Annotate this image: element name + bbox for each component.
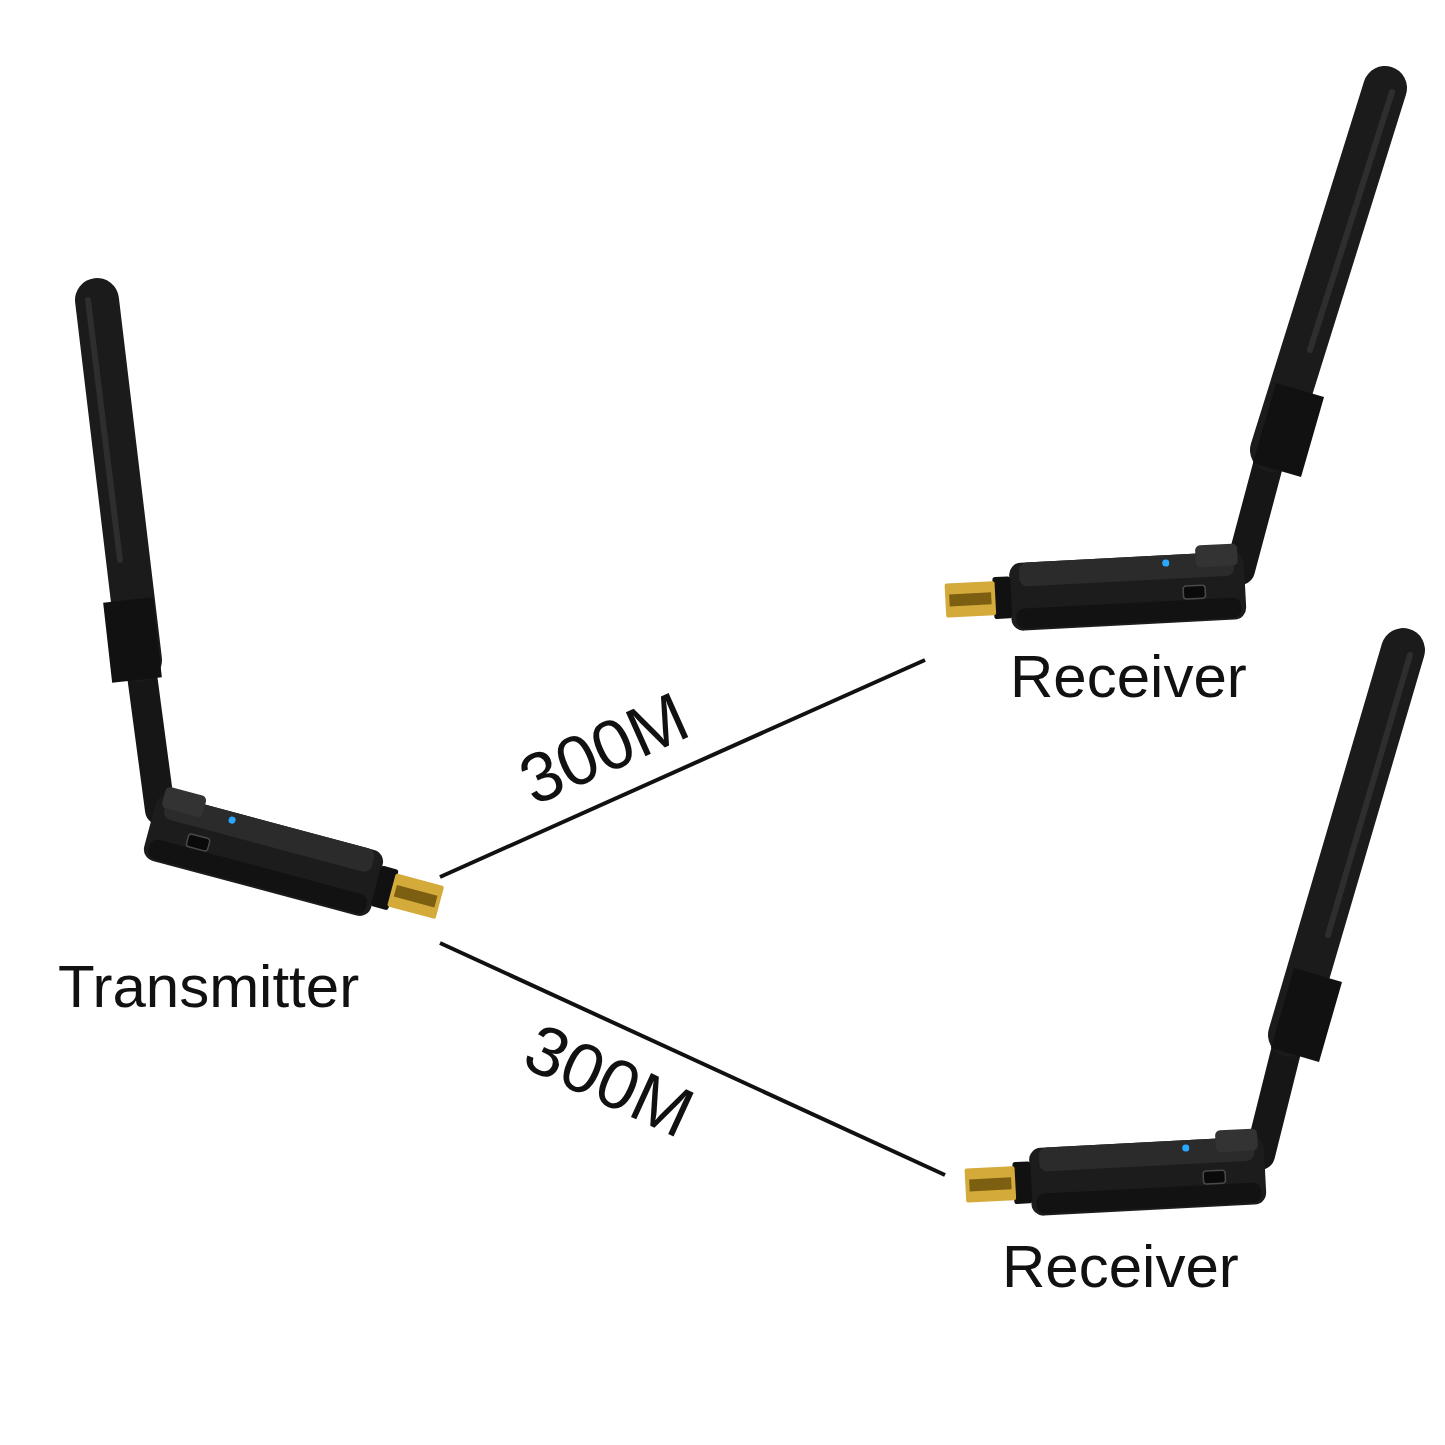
device-label: Receiver: [1010, 644, 1247, 710]
distance-label: 300M: [508, 678, 699, 820]
antenna-highlight: [1310, 92, 1392, 350]
device-label: Transmitter: [58, 954, 359, 1020]
transmitter-dongle: [141, 784, 450, 935]
wireless-link: [440, 660, 925, 877]
antenna: [88, 300, 160, 810]
antenna-highlight: [88, 300, 120, 560]
wireless-link: [440, 943, 945, 1175]
device-node: Receiver: [945, 1100, 1285, 1300]
antenna: [1240, 88, 1392, 570]
device-label: Receiver: [1002, 1234, 1239, 1300]
distance-label: 300M: [513, 1010, 704, 1153]
receiver-dongle: [943, 543, 1247, 635]
antenna-sleeve: [128, 600, 137, 680]
antenna: [1260, 650, 1410, 1155]
antenna-sleeve: [1277, 390, 1300, 470]
antenna-sleeve: [1295, 975, 1318, 1055]
device-node: Transmitter: [50, 770, 440, 1020]
antenna-highlight: [1328, 655, 1410, 935]
receiver-dongle: [963, 1128, 1267, 1220]
device-node: Receiver: [925, 520, 1265, 710]
antenna-hinge: [140, 660, 160, 810]
